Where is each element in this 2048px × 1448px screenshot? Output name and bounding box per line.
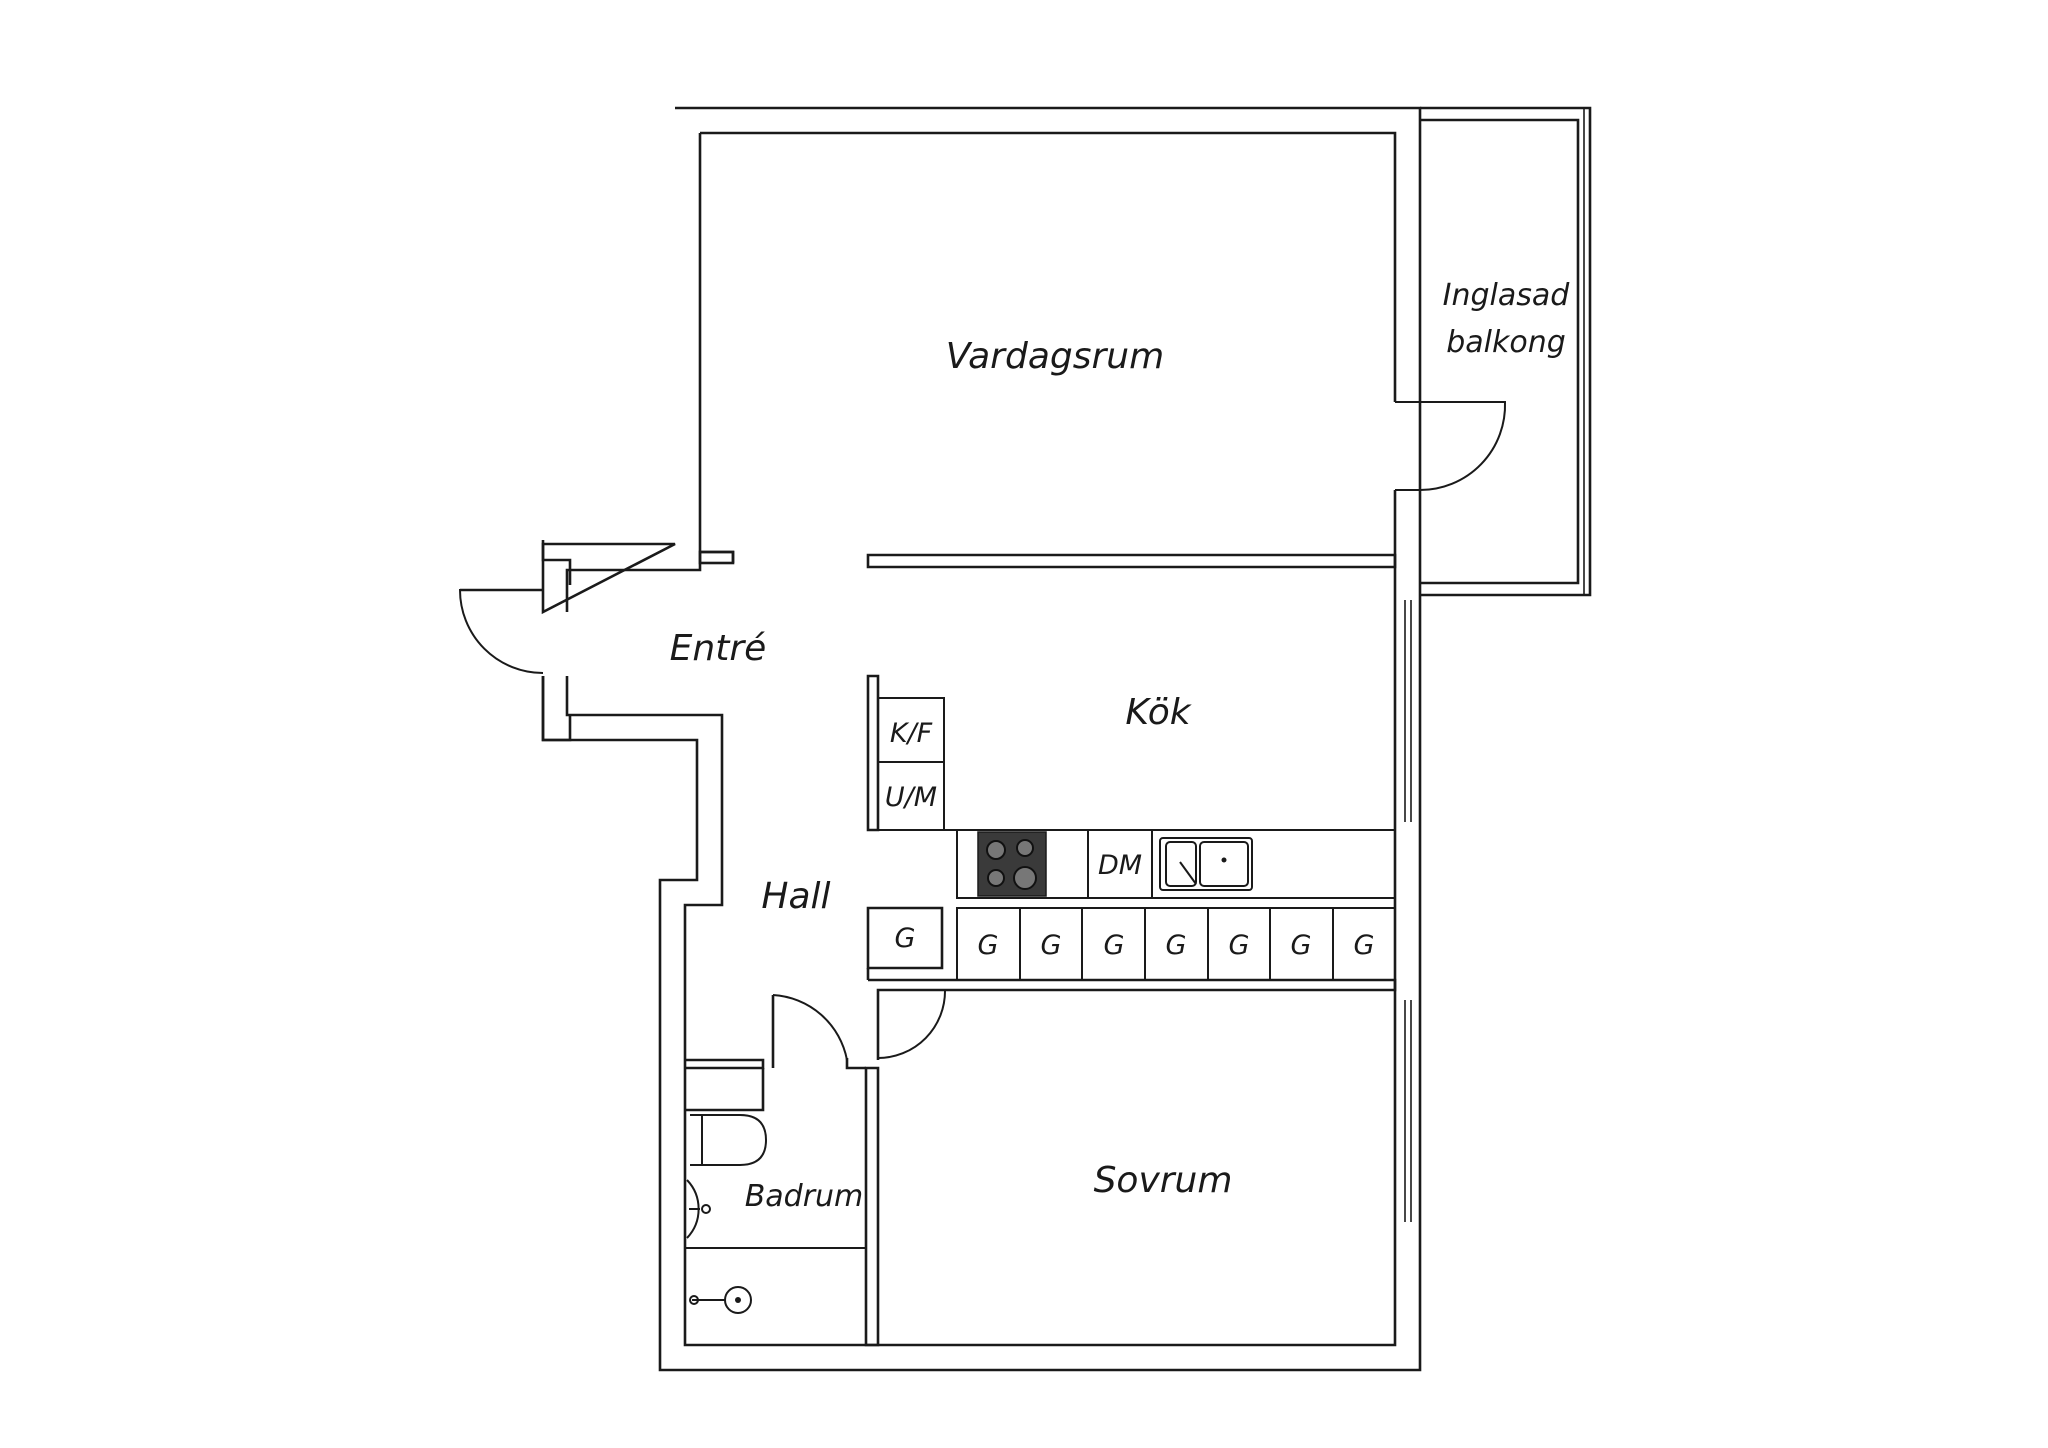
bedroom-top-wall	[868, 978, 1397, 1060]
fixture-label-kf: K/F	[890, 718, 933, 749]
wardrobe-label: G	[1104, 930, 1125, 961]
bath-bedroom-wall	[864, 1066, 880, 1347]
balcony-inner	[1420, 118, 1580, 585]
fixture-label-dm: DM	[1098, 850, 1142, 881]
living-kitchen-wall	[866, 553, 1397, 569]
room-label-entre: Entré	[670, 628, 767, 669]
room-label-vardagsrum: Vardagsrum	[946, 336, 1164, 377]
sink-basin-large	[1199, 841, 1249, 887]
bedroom-window	[1404, 1000, 1412, 1222]
entrance-jamb-top	[541, 540, 572, 585]
kitchen	[866, 600, 1412, 899]
stove	[977, 831, 1047, 897]
entrance-door-swing	[458, 589, 544, 674]
stove-burner	[986, 840, 1006, 860]
kitchen-counter	[956, 829, 1396, 899]
balcony	[1395, 106, 1592, 597]
living-room-walls	[698, 550, 1397, 569]
kitchen-left-wall	[866, 674, 880, 832]
bedroom	[1404, 1000, 1412, 1222]
bedroom-door-swing	[877, 989, 947, 1059]
room-label-sovrum: Sovrum	[1094, 1160, 1233, 1201]
kitchen-window	[1404, 600, 1412, 822]
room-label-badrum: Badrum	[745, 1179, 864, 1214]
bath-door-swing	[772, 994, 848, 1061]
outer-walls	[460, 106, 1422, 1372]
wardrobe-label: G	[1166, 930, 1187, 961]
entrance-jamb-bottom	[541, 676, 572, 742]
kitchen-sink	[1159, 837, 1253, 891]
wall-stub-left	[698, 550, 735, 565]
stove-burner	[987, 869, 1005, 887]
fixture-label-um: U/M	[885, 782, 937, 813]
toilet	[690, 1114, 768, 1166]
sink-faucet	[1179, 861, 1197, 885]
bathroom	[685, 989, 947, 1347]
room-label-kok: Kök	[1125, 692, 1192, 733]
wardrobe-label: G	[1229, 930, 1250, 961]
stove-burner	[1013, 866, 1037, 890]
balcony-outer	[1420, 106, 1592, 597]
wardrobe-block	[866, 906, 1397, 1060]
sink-basin-small	[1165, 841, 1197, 887]
sink-drain	[1221, 857, 1227, 863]
entrance-door	[458, 540, 572, 742]
fixture-label-hall-wardrobe: G	[895, 923, 916, 954]
wardrobe-label: G	[1291, 930, 1312, 961]
hall-wardrobe-box	[866, 906, 944, 970]
inner-wall-outline	[565, 131, 1397, 1347]
outer-wall-outline	[541, 106, 1422, 1372]
room-label-balkong-line1: Inglasad	[1443, 278, 1571, 313]
room-label-hall: Hall	[761, 876, 830, 917]
wardrobe-label: G	[1041, 930, 1062, 961]
balcony-door-swing	[1419, 401, 1507, 491]
stove-burner	[1016, 839, 1034, 857]
wardrobe-label: G	[1354, 930, 1375, 961]
wardrobe-label: G	[978, 930, 999, 961]
bath-top-wall-left	[685, 1058, 765, 1070]
bath-door-jamb	[845, 1058, 866, 1070]
room-label-balkong-line2: balkong	[1446, 325, 1566, 360]
bath-wall	[685, 995, 775, 1112]
